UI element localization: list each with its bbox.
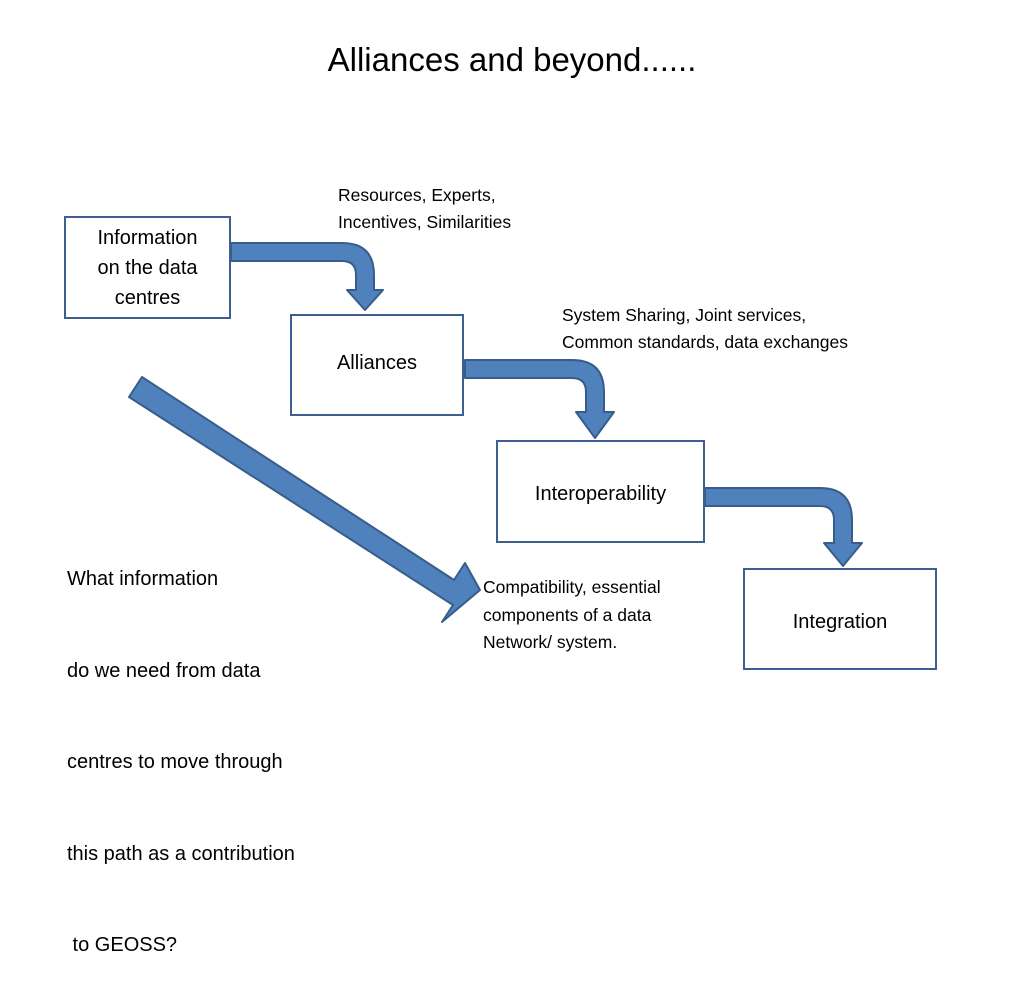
slide-title: Alliances and beyond...... (327, 41, 697, 78)
annotation-compatibility: Compatibility, essential components of a… (483, 574, 661, 657)
box-integration: Integration (743, 568, 937, 670)
annotation-line: Incentives, Similarities (338, 212, 512, 232)
question-line: centres to move through (67, 751, 283, 773)
box-integration-label: Integration (792, 611, 888, 633)
question-line: to GEOSS? (67, 934, 178, 956)
question-line: What information (67, 568, 219, 590)
question-line: do we need from data (67, 659, 261, 682)
annotation-line: System Sharing, Joint services, (562, 305, 807, 325)
box-information-text: Information on the data centres (97, 223, 197, 313)
box-alliances-label: Alliances (336, 352, 418, 374)
box-information-line: Information (97, 226, 198, 249)
question-text: What information do we need from data ce… (67, 503, 295, 991)
question-line: this path as a contribution (67, 842, 295, 865)
annotation-line: Resources, Experts, (338, 185, 496, 205)
annotation-resources: Resources, Experts, Incentives, Similari… (338, 182, 511, 236)
box-alliances: Alliances (290, 314, 464, 416)
diagonal-arrow (128, 376, 481, 623)
box-information-line: on the data (97, 256, 198, 279)
arrow-info-to-alliances (230, 242, 384, 311)
annotation-line: Network/ system. (483, 632, 618, 652)
annotation-line: components of a data (483, 604, 652, 625)
box-interoperability: Interoperability (496, 440, 705, 543)
annotation-system-sharing: System Sharing, Joint services, Common s… (562, 302, 848, 356)
arrow-alliances-to-interop (464, 359, 615, 439)
box-interoperability-label: Interoperability (534, 483, 667, 505)
annotation-line: Compatibility, essential (483, 577, 661, 597)
annotation-line: Common standards, data exchanges (562, 332, 848, 352)
arrow-interop-to-integration (704, 487, 863, 567)
box-information-line: centres (114, 286, 181, 309)
box-information-on-data-centres: Information on the data centres (64, 216, 231, 319)
flow-arrows (128, 242, 863, 623)
